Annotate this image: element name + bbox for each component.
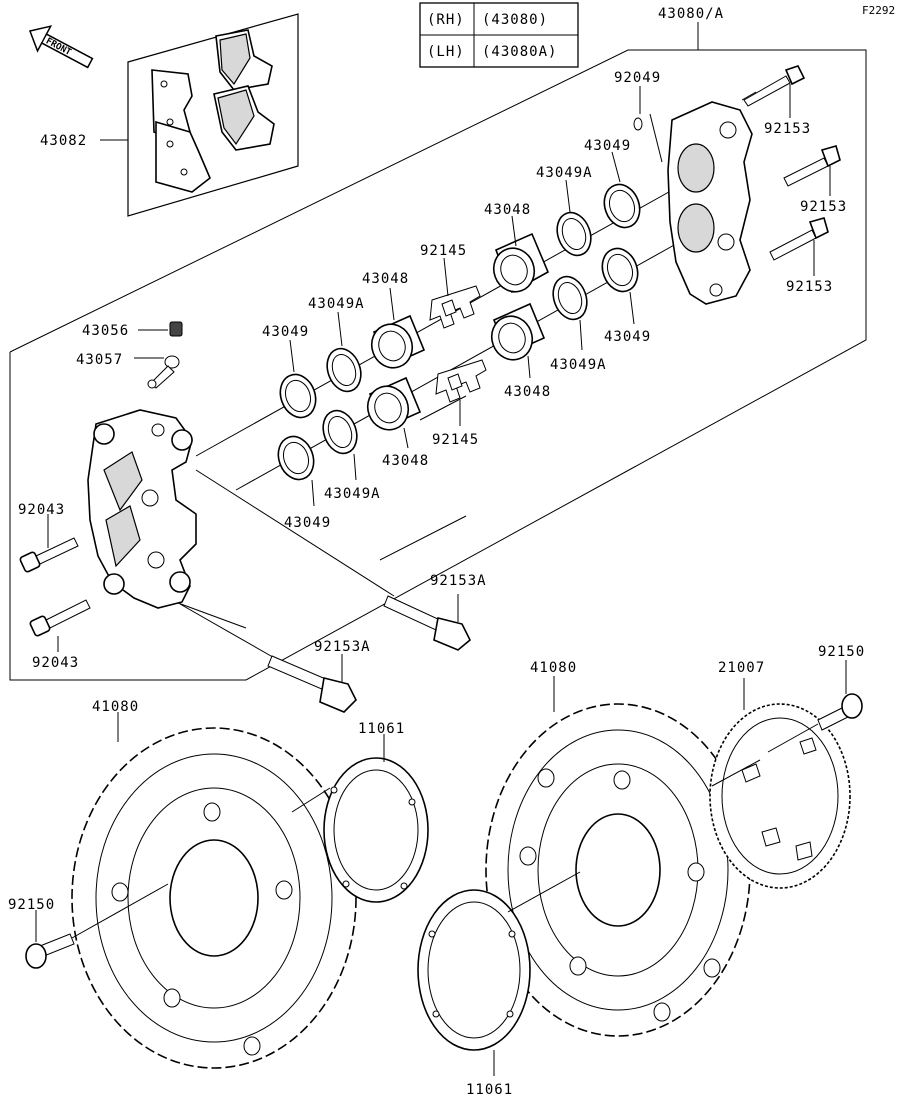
label-spring-92145: 92145 [420,243,467,259]
brake-pad [215,29,273,91]
label-caliper-assy: 43080/A [658,6,724,22]
label-bolt-92150: 92150 [818,644,865,660]
disc-shim-11061 [417,889,531,1051]
label-bolt-92153: 92153 [786,279,833,295]
label-piston-43048: 43048 [362,271,409,287]
label-piston-43048: 43048 [382,453,429,469]
seal-43049a [326,347,362,393]
label-seal-43049: 43049 [604,329,651,345]
pad-spring-92145 [429,285,481,329]
piston-43048 [490,302,546,361]
bolt-92153a [267,655,357,713]
seal-43049a [552,275,588,321]
brake-pad [155,120,211,193]
bolt-92043 [29,599,91,637]
variant-row-part: (43080) [482,12,548,28]
brake-pad [151,69,193,141]
label-bolt-92043: 92043 [18,502,65,518]
bolt-92153 [783,145,841,187]
label-bolt-92150: 92150 [8,897,55,913]
pad-spring-92145 [435,359,487,403]
seal-43049 [601,247,639,293]
label-seal-43049: 43049 [284,515,331,531]
bolt-92153 [741,65,806,107]
disc-shim-11061 [323,757,429,903]
piston-43048 [370,314,426,369]
label-seal-43049a: 43049A [536,165,593,181]
label-bolt-92153: 92153 [764,121,811,137]
front-arrow-icon: FRONT [28,25,94,69]
label-disc-41080: 41080 [92,699,139,715]
bolt-92153 [769,217,829,261]
label-cap-43057: 43057 [76,352,123,368]
brake-pad [213,85,275,151]
variant-row-side: (LH) [427,44,465,60]
washer-92049 [633,117,643,131]
bolt-92043 [19,537,79,573]
variant-row-side: (RH) [427,12,465,28]
variant-row-part: (43080A) [482,44,557,60]
label-spring-92145: 92145 [432,432,479,448]
label-seal-43049a: 43049A [308,296,365,312]
bolt-92150 [25,933,75,969]
label-seal-43049a: 43049A [550,357,607,373]
label-piston-43048: 43048 [484,202,531,218]
bolt-92153a [383,595,471,651]
seal-43049 [279,373,317,419]
brake-disc-41080 [485,703,751,1037]
label-rotor-21007: 21007 [718,660,765,676]
piston-43048 [366,376,422,431]
label-bolt-92043: 92043 [32,655,79,671]
label-seal-43049: 43049 [584,138,631,154]
seal-43049a [556,211,592,257]
bleeder-valve-43056 [169,321,183,337]
brake-disc-41080 [71,727,357,1069]
seal-43049 [277,435,315,481]
label-bolt-92153a: 92153A [430,573,487,589]
label-piston-43048: 43048 [504,384,551,400]
piston-43048 [492,232,550,294]
label-pad-set: 43082 [40,133,87,149]
label-bleeder-43056: 43056 [82,323,129,339]
sensor-rotor-21007 [709,703,851,889]
caliper-body-left [87,409,197,609]
label-bolt-92153a: 92153A [314,639,371,655]
seal-43049a [322,409,358,455]
bolt-92150 [817,693,863,731]
pad-set-box [100,13,299,217]
caliper-assembly-frame [9,22,867,681]
label-seal-43049a: 43049A [324,486,381,502]
bleeder-cap-43057 [147,355,180,389]
variant-table: (RH) (43080) (LH) (43080A) [419,2,579,68]
diagram-id: F2292 [862,4,895,17]
label-washer-92049: 92049 [614,70,661,86]
label-seal-43049: 43049 [262,324,309,340]
label-shim-11061: 11061 [358,721,405,737]
label-bolt-92153: 92153 [800,199,847,215]
seal-43049 [603,183,641,229]
caliper-half-right [667,101,753,305]
label-shim-11061: 11061 [466,1082,513,1098]
label-disc-41080: 41080 [530,660,577,676]
